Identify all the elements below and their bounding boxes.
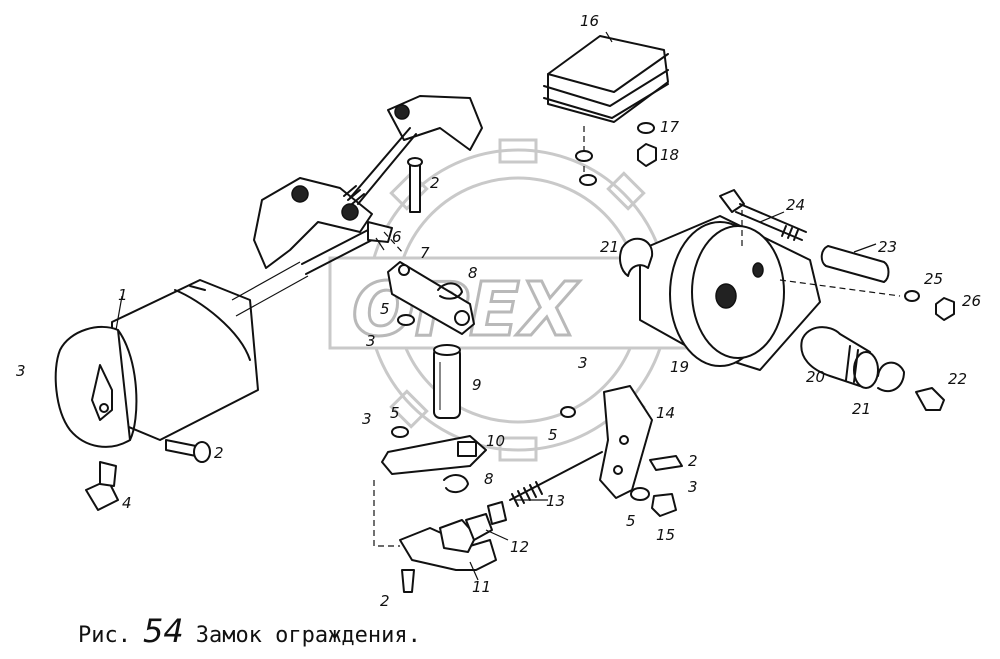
caption-number: 54: [142, 612, 184, 650]
label-8a: 8: [468, 264, 478, 282]
watermark-text: OPEX: [352, 267, 581, 353]
label-5a: 5: [380, 300, 390, 318]
label-3b: 3: [366, 332, 376, 350]
label-21b: 21: [852, 400, 871, 418]
label-4: 4: [122, 494, 132, 512]
label-23: 23: [878, 238, 897, 256]
label-2b: 2: [214, 444, 224, 462]
label-7: 7: [420, 244, 430, 262]
part-7-lever: [387, 261, 475, 335]
label-11: 11: [472, 578, 491, 596]
leader-lines: [115, 31, 877, 581]
label-21a: 21: [600, 238, 619, 256]
label-24: 24: [786, 196, 805, 214]
part-13-rod: [509, 451, 603, 507]
label-5d: 5: [626, 512, 636, 530]
part-20-roller: [800, 326, 879, 389]
label-2d: 2: [380, 592, 390, 610]
part-14-bracket: [560, 385, 683, 517]
part-11-fork: [373, 480, 507, 593]
label-12: 12: [510, 538, 529, 556]
label-3c: 3: [362, 410, 372, 428]
label-13: 13: [546, 492, 565, 510]
part-16-bumper: [543, 35, 669, 186]
label-2c: 2: [688, 452, 698, 470]
label-3d: 3: [578, 354, 588, 372]
part-4-fitting: [85, 461, 119, 511]
label-8b: 8: [484, 470, 494, 488]
caption-title: Замок ограждения.: [195, 623, 421, 648]
label-14: 14: [656, 404, 675, 422]
label-19: 19: [670, 358, 689, 376]
label-20: 20: [806, 368, 825, 386]
part-labels: 1 2 2 2 2 3 3 3 3 3 4 5 5 5 5 6 7 8 8 9 …: [16, 12, 981, 610]
label-1: 1: [118, 286, 128, 304]
part-19-drum: [619, 210, 901, 371]
small-fasteners: [391, 282, 463, 438]
label-25: 25: [924, 270, 943, 288]
figure-caption: Рис. 54 Замок ограждения.: [78, 612, 421, 652]
label-6: 6: [392, 228, 402, 246]
label-18: 18: [660, 146, 679, 164]
caption-prefix: Рис.: [78, 623, 131, 648]
label-2a: 2: [430, 174, 440, 192]
label-9: 9: [472, 376, 482, 394]
part-1-cylinder: [54, 261, 309, 448]
label-5b: 5: [390, 404, 400, 422]
label-5c: 5: [548, 426, 558, 444]
part-10-lower-lever: [381, 435, 487, 494]
linkage-assembly: [253, 95, 483, 275]
label-16: 16: [580, 12, 599, 30]
label-3a: 3: [16, 362, 26, 380]
part-2-bolts: [165, 157, 423, 463]
part-24-bolt: [719, 189, 807, 241]
parts-25-26-nuts: [904, 290, 955, 321]
label-3e: 3: [688, 478, 698, 496]
label-22: 22: [948, 370, 967, 388]
label-17: 17: [660, 118, 680, 136]
part-23-pin: [820, 245, 890, 283]
label-26: 26: [962, 292, 981, 310]
label-10: 10: [486, 432, 505, 450]
label-15: 15: [656, 526, 675, 544]
part-21-retaining-ring: [877, 361, 945, 411]
